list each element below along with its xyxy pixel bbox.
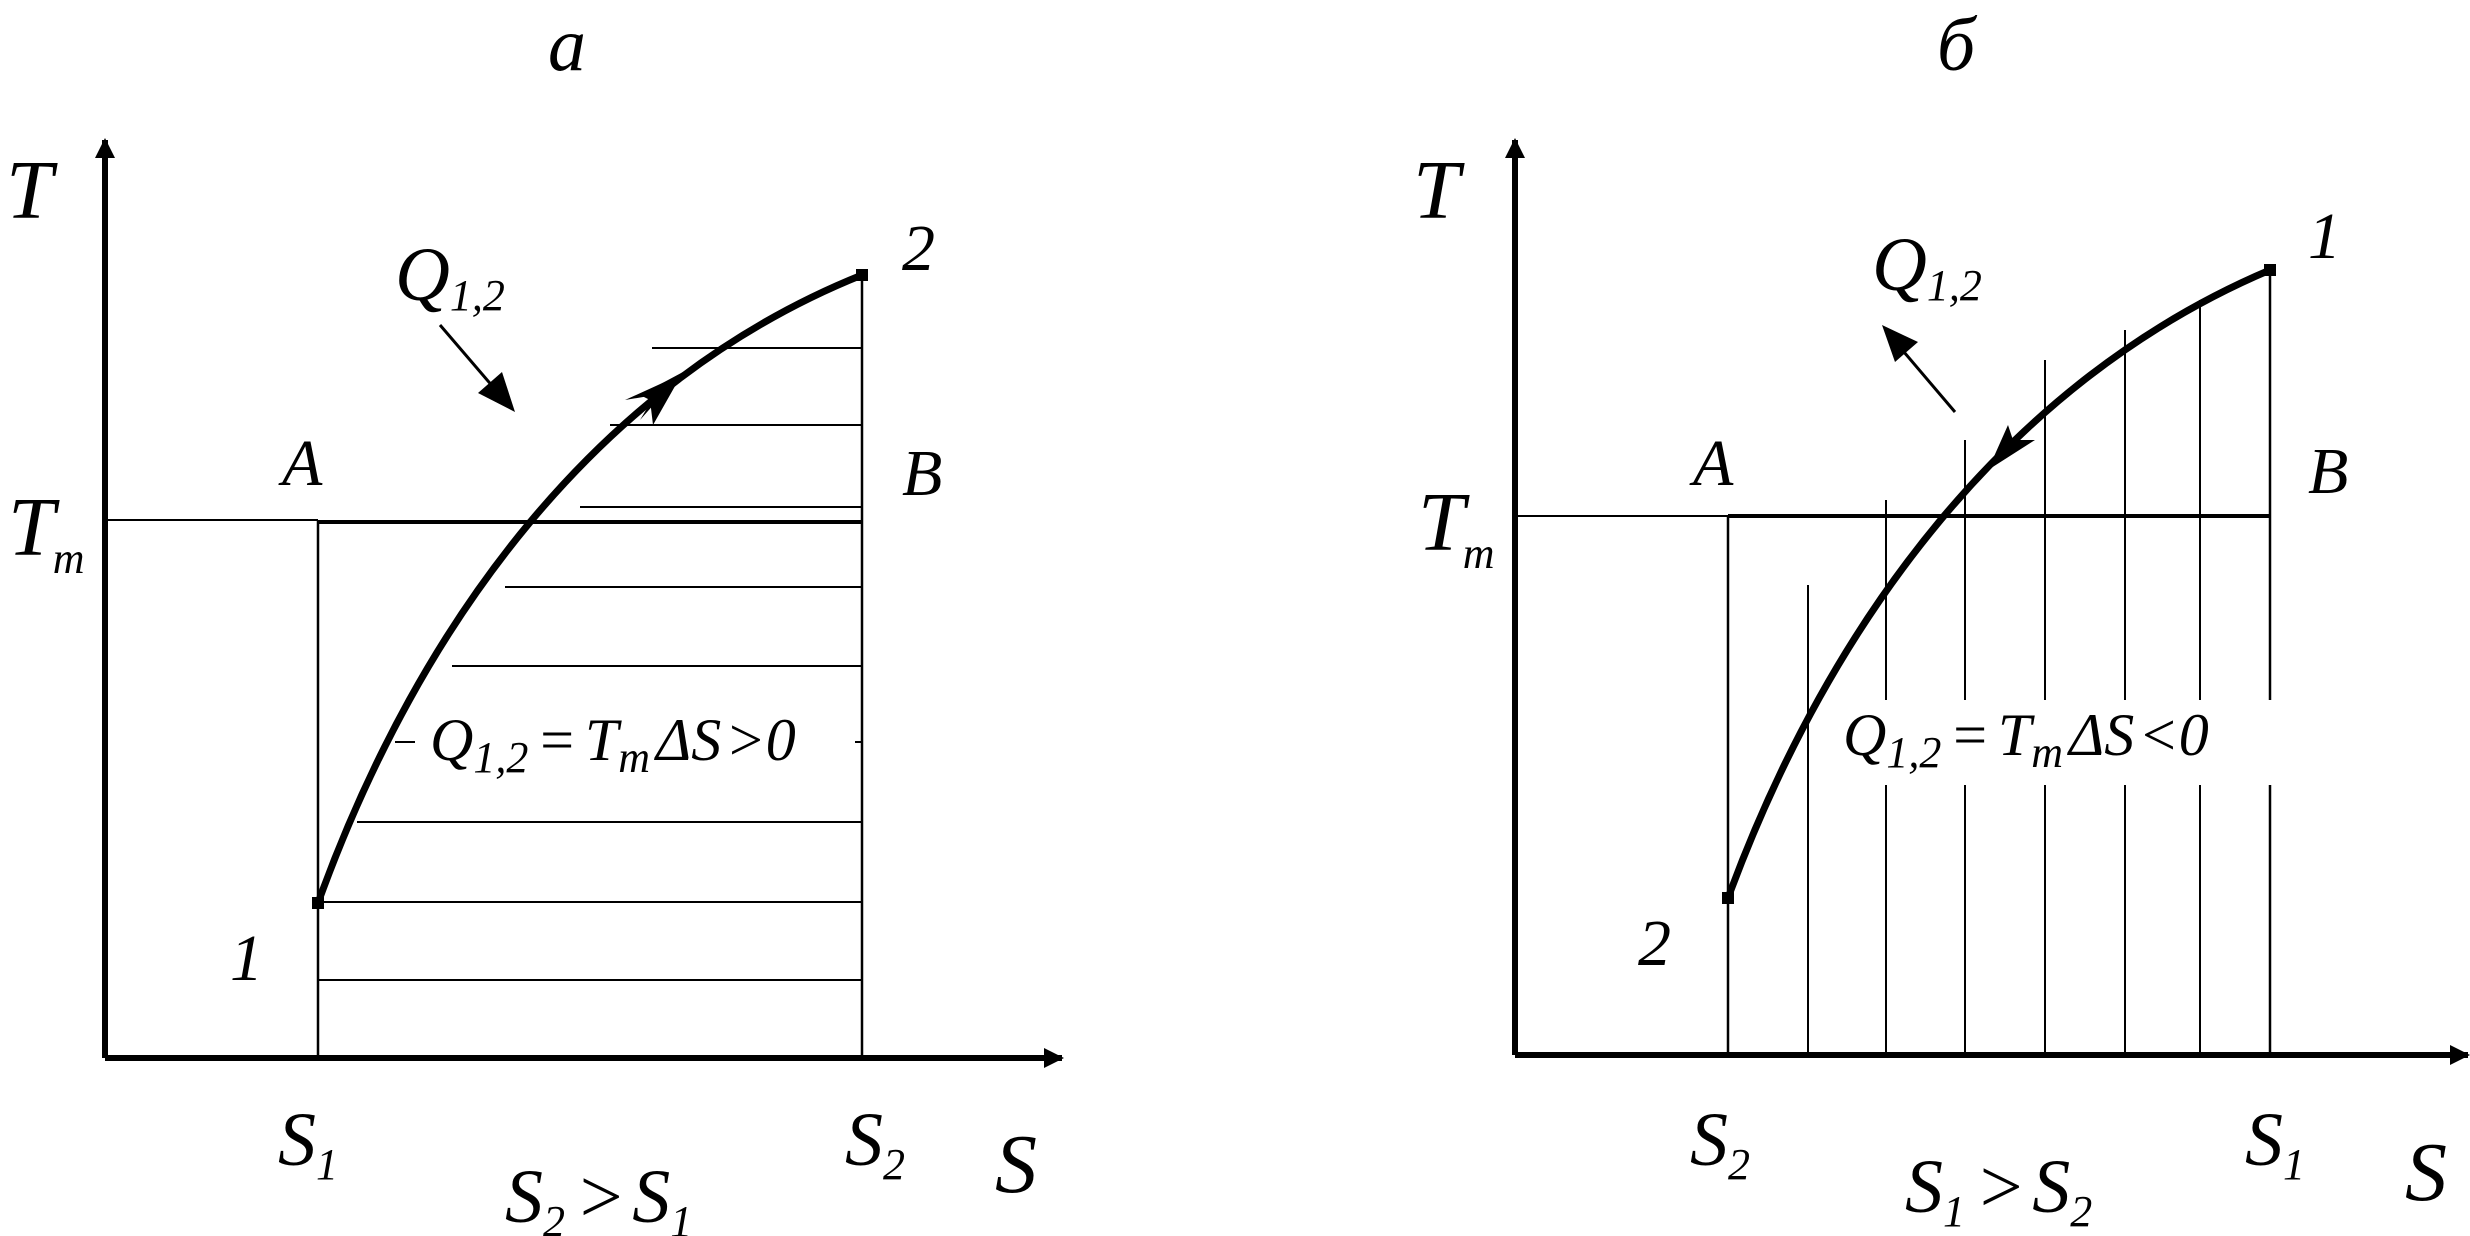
- panel-a-heat-arrowhead: [478, 372, 515, 412]
- panel-a-heat-label: Q1,2: [395, 233, 505, 320]
- panel-b-process-curve: [1724, 266, 2272, 900]
- panel-a: а T S Tm A B 1 2 Q1,2 S1 S2 S2>S1 Q1,2=T…: [6, 3, 1064, 1236]
- panel-b-heat-arrow: [1896, 344, 1957, 413]
- panel-a-inequality: S2>S1: [505, 1155, 692, 1236]
- panel-a-direction-arrowhead: [640, 372, 683, 425]
- panel-a-tm-label: Tm: [8, 481, 85, 583]
- panel-b-s1-label: S1: [2245, 1098, 2305, 1189]
- panel-b-point-1-label: 1: [2308, 200, 2341, 273]
- panel-b: б T S Tm A B 1 2 Q1,2 S2 S1 S1>S2 Q1,2=T…: [1413, 3, 2470, 1236]
- panel-a-point-a-label: A: [278, 427, 323, 500]
- panel-b-point-2-label: 2: [1638, 907, 1671, 980]
- panel-b-title: б: [1937, 3, 1978, 87]
- panel-b-heat-arrowhead: [1882, 325, 1918, 362]
- panel-a-process-curve: [314, 271, 864, 905]
- panel-b-direction-arrowhead: [1988, 425, 2035, 470]
- panel-a-y-axis-label: T: [6, 144, 58, 237]
- panel-b-heat-label: Q1,2: [1872, 223, 1982, 310]
- panel-a-point-2-label: 2: [902, 212, 935, 285]
- panel-a-point-b-label: B: [902, 437, 942, 510]
- panel-b-inequality: S1>S2: [1905, 1145, 2092, 1236]
- panel-a-title: а: [548, 3, 586, 87]
- panel-b-x-axis-label: S: [2405, 1126, 2447, 1219]
- panel-b-formula-backdrop: [1835, 700, 2275, 785]
- panel-a-point-2-marker: [856, 269, 868, 281]
- panel-a-s1-label: S1: [278, 1098, 338, 1189]
- panel-b-point-b-label: B: [2308, 435, 2348, 508]
- panel-a-hatching: [318, 347, 862, 981]
- panel-b-s2-label: S2: [1690, 1098, 1750, 1189]
- panel-b-tm-label: Tm: [1418, 476, 1495, 578]
- panel-b-point-a-label: A: [1689, 427, 1734, 500]
- panel-b-point-1-marker: [2264, 264, 2276, 276]
- panel-a-point-1-label: 1: [230, 922, 263, 995]
- panel-a-s2-label: S2: [845, 1098, 905, 1189]
- panel-b-y-axis-label: T: [1413, 144, 1465, 237]
- panel-a-point-1-marker: [312, 897, 324, 909]
- panel-b-hatching: [1807, 300, 2201, 1055]
- panel-a-x-axis-label: S: [995, 1118, 1037, 1211]
- panel-b-point-2-marker: [1722, 892, 1734, 904]
- panel-a-formula-backdrop: [415, 700, 855, 785]
